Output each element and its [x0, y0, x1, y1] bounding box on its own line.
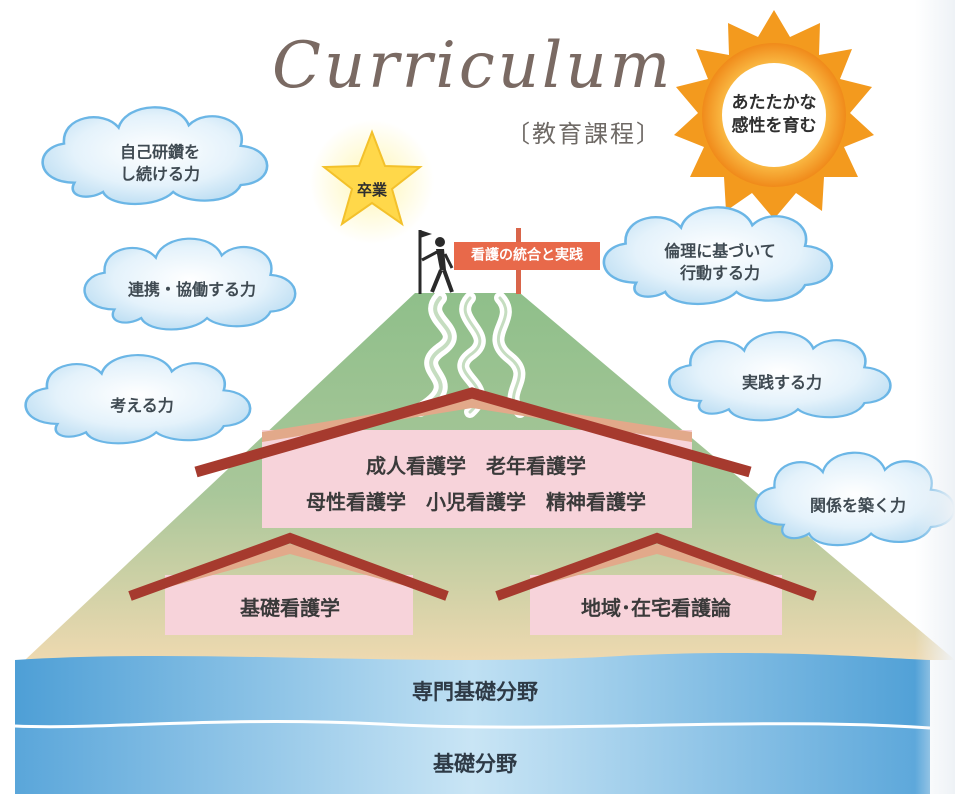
page-subtitle: 〔教育課程〕	[506, 120, 662, 148]
cloud-label-ethics: 倫理に基づいて 行動する力	[664, 241, 776, 282]
band-label-specialized-foundation: 専門基礎分野	[412, 679, 538, 704]
hiker-with-flag-icon	[418, 230, 454, 294]
right-edge-fade	[915, 0, 955, 794]
lower-left-house-label: 基礎看護学	[240, 596, 340, 620]
winding-paths	[413, 291, 526, 418]
lower-right-house	[495, 532, 817, 635]
sun-label: あたたかな 感性を育む	[731, 93, 817, 136]
band-label-foundation: 基礎分野	[433, 751, 517, 776]
cloud-label-self-development: 自己研鑽を し続ける力	[119, 142, 201, 183]
upper-house-line2: 母性看護学 小児看護学 精神看護学	[306, 490, 646, 514]
summit-sign	[454, 228, 600, 294]
lower-left-house	[128, 532, 449, 635]
page-title: Curriculum	[272, 29, 674, 103]
cloud-label-thinking: 考える力	[110, 396, 174, 416]
cloud-label-collaboration: 連携・協働する力	[127, 280, 257, 300]
upper-house	[194, 387, 752, 528]
band-foundation	[15, 721, 930, 794]
star-label: 卒業	[356, 180, 388, 199]
star-icon	[310, 120, 434, 244]
lower-right-house-label: 地域･在宅看護論	[581, 596, 731, 620]
summit-sign-label: 看護の統合と実践	[471, 247, 583, 264]
sun-icon	[674, 10, 874, 219]
cloud-label-practice: 実践する力	[741, 373, 823, 393]
cloud-label-relationships: 関係を築く力	[809, 496, 907, 516]
upper-house-line1: 成人看護学 老年看護学	[366, 454, 586, 478]
band-specialized-foundation	[15, 652, 930, 728]
